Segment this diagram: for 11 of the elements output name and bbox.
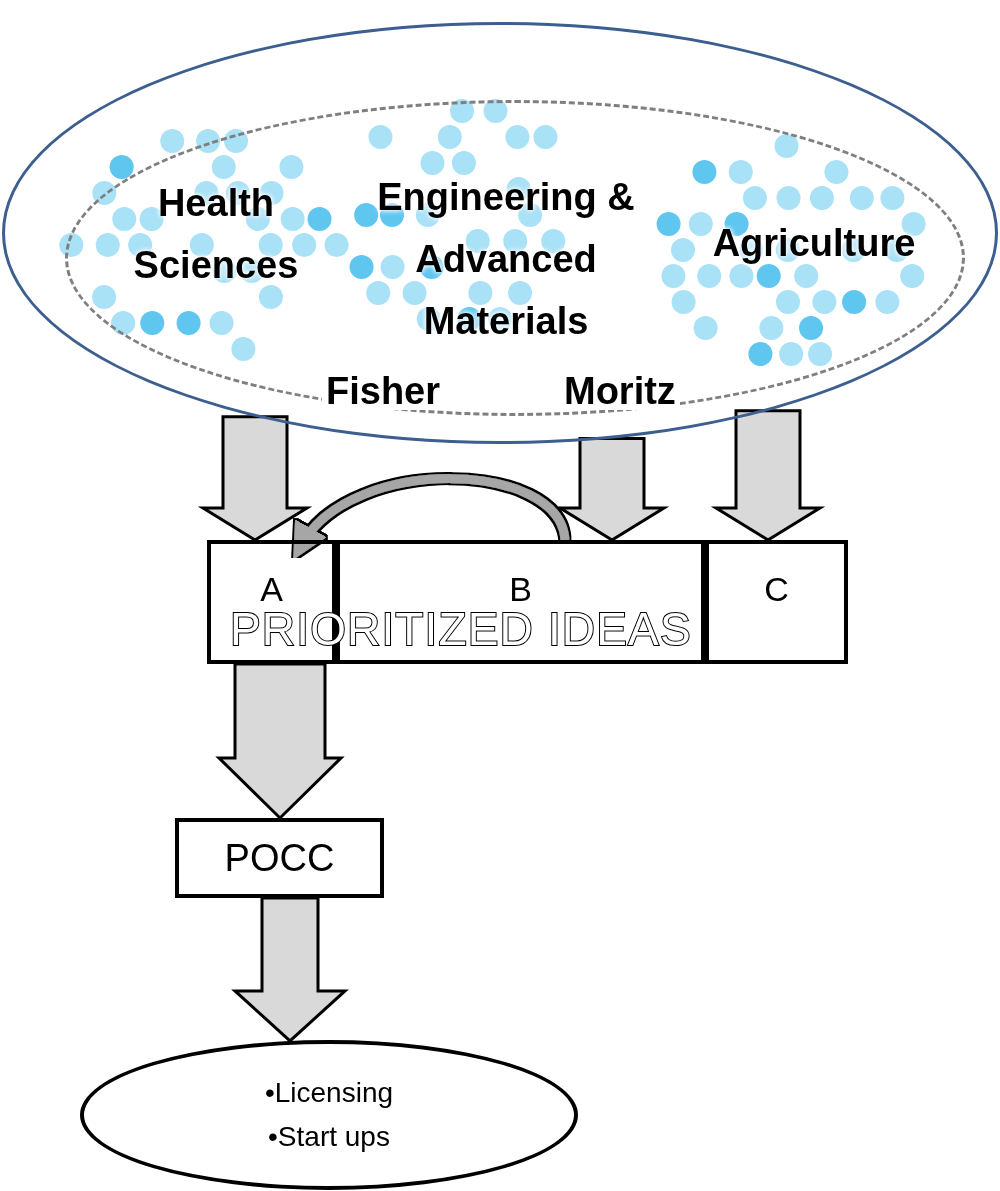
topic-label: Health Sciences (106, 182, 326, 286)
outcome-ellipse: •Licensing •Start ups (80, 1040, 578, 1190)
idea-box: C (705, 540, 848, 664)
block-arrow (710, 409, 826, 542)
topic-label: Agriculture (674, 212, 954, 274)
block-arrow (197, 415, 313, 542)
block-arrow (215, 662, 345, 821)
block-arrow (554, 437, 670, 542)
curved-arrow (291, 474, 570, 559)
process-box: POCC (175, 818, 384, 898)
block-arrow (231, 896, 349, 1043)
